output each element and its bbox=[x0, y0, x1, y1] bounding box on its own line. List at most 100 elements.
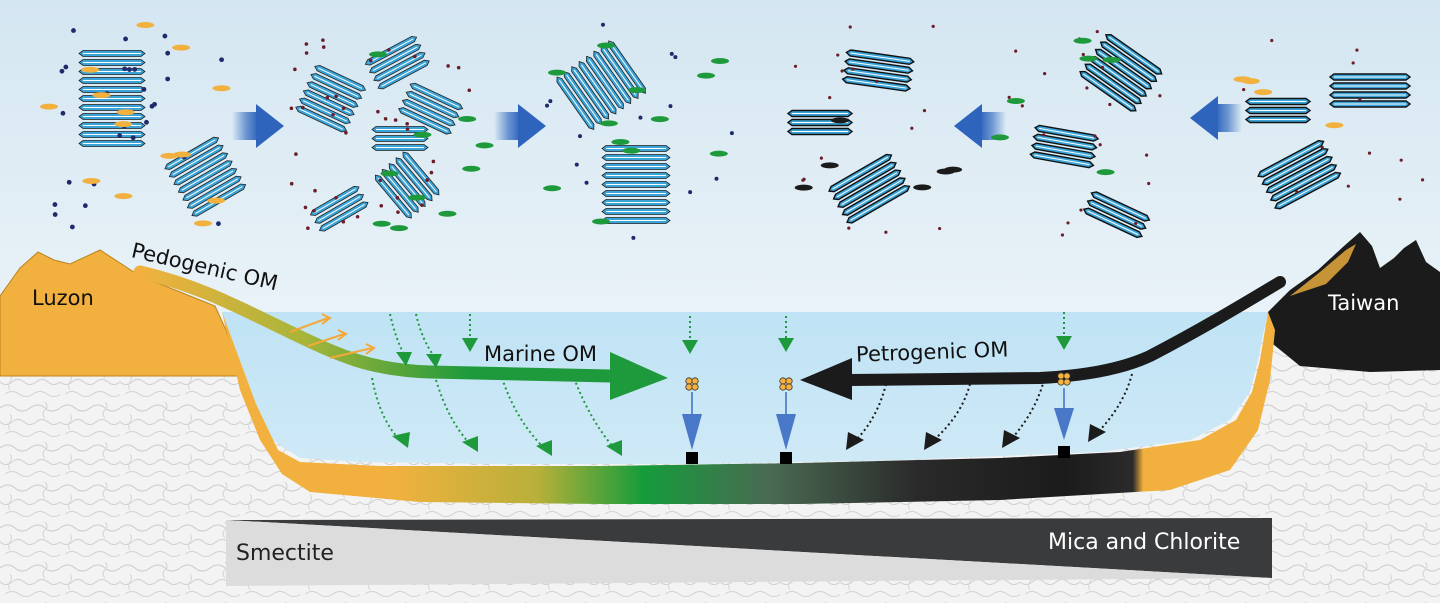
organic-particle-icon bbox=[219, 57, 224, 63]
organic-particle-icon bbox=[1043, 72, 1047, 76]
marine-settling-arrowheads bbox=[392, 352, 622, 456]
organic-particle-icon bbox=[729, 131, 734, 136]
organic-particle-icon bbox=[1007, 95, 1011, 99]
organic-particle-icon bbox=[1270, 38, 1274, 43]
organic-particle-icon bbox=[1351, 61, 1355, 65]
organic-particle-icon bbox=[420, 203, 424, 208]
transition-arrow-icon bbox=[232, 112, 258, 140]
organic-particle-icon bbox=[1096, 169, 1115, 176]
terrestrial-input-arrows bbox=[289, 313, 376, 359]
organic-particle-icon bbox=[913, 184, 932, 191]
organic-particle-icon bbox=[578, 134, 583, 139]
organic-particle-icon bbox=[1147, 181, 1151, 186]
organic-particle-icon bbox=[165, 76, 171, 82]
clay-stack-icon bbox=[1328, 73, 1412, 108]
sea-water bbox=[222, 312, 1268, 464]
organic-particle-icon bbox=[82, 203, 88, 209]
marine-om-label: Marine OM bbox=[484, 342, 598, 366]
organic-particle-icon bbox=[393, 118, 398, 122]
organic-particle-icon bbox=[162, 33, 168, 39]
organic-particle-icon bbox=[875, 79, 879, 83]
organic-particle-icon bbox=[1320, 145, 1324, 149]
organic-particle-icon bbox=[1102, 56, 1121, 63]
organic-particle-icon bbox=[390, 225, 409, 232]
organic-particle-icon bbox=[289, 181, 294, 186]
organic-particle-icon bbox=[376, 109, 380, 114]
organic-particle-icon bbox=[408, 194, 427, 201]
organic-particle-icon bbox=[1241, 78, 1260, 85]
petrogenic-om-arrowhead bbox=[800, 358, 852, 400]
organic-particle-icon bbox=[1014, 49, 1018, 53]
organic-particle-icon bbox=[931, 24, 935, 28]
organic-particle-icon bbox=[69, 224, 75, 230]
smectite-label: Smectite bbox=[236, 541, 334, 566]
organic-particle-icon bbox=[1079, 55, 1098, 62]
transition-arrow-icon bbox=[518, 104, 546, 148]
organic-particle-icon bbox=[910, 126, 914, 130]
organic-particle-icon bbox=[1134, 221, 1138, 226]
clay-stack-icon bbox=[1082, 191, 1151, 239]
organic-particle-icon bbox=[802, 177, 806, 181]
organic-particle-icon bbox=[592, 218, 611, 225]
organic-particle-icon bbox=[1100, 65, 1105, 69]
sediment-marker-icon bbox=[686, 452, 698, 464]
marine-om-arrowhead bbox=[610, 352, 668, 400]
organic-particle-icon bbox=[574, 162, 579, 167]
organic-particle-icon bbox=[304, 42, 309, 46]
organic-particle-icon bbox=[1108, 102, 1112, 107]
organic-particle-icon bbox=[132, 66, 138, 72]
organic-particle-icon bbox=[714, 176, 719, 181]
organic-particle-icon bbox=[1420, 178, 1425, 182]
smectite-wedge bbox=[226, 520, 1272, 586]
sediment-marker-icon bbox=[1058, 446, 1070, 458]
settling-arrow-icon bbox=[776, 414, 796, 450]
organic-particle-icon bbox=[820, 162, 839, 169]
organic-particle-icon bbox=[840, 69, 844, 73]
organic-particle-icon bbox=[413, 131, 432, 138]
transition-arrow-icon bbox=[1216, 104, 1242, 132]
marine-surface-arrows bbox=[469, 312, 1065, 342]
organic-particle-icon bbox=[1367, 151, 1372, 155]
organic-particle-icon bbox=[172, 44, 191, 51]
organic-particle-icon bbox=[938, 226, 942, 231]
organic-particle-icon bbox=[306, 226, 310, 231]
organic-particle-icon bbox=[794, 184, 813, 191]
organic-particle-icon bbox=[341, 106, 346, 111]
organic-particle-icon bbox=[117, 133, 123, 138]
organic-particle-icon bbox=[372, 220, 391, 227]
organic-particle-icon bbox=[344, 130, 348, 135]
organic-particle-icon bbox=[1325, 122, 1344, 129]
organic-particle-icon bbox=[144, 119, 149, 125]
organic-particle-icon bbox=[1098, 143, 1102, 147]
taiwan-highlight bbox=[1290, 244, 1356, 296]
organic-particle-icon bbox=[429, 170, 434, 175]
organic-particle-icon bbox=[114, 193, 133, 200]
organic-particle-icon bbox=[59, 68, 65, 74]
luzon-label: Luzon bbox=[32, 286, 94, 310]
organic-particle-icon bbox=[1079, 208, 1083, 212]
organic-particle-icon bbox=[289, 106, 294, 111]
organic-particle-icon bbox=[462, 165, 481, 172]
organic-particle-icon bbox=[584, 180, 589, 185]
organic-particle-icon bbox=[334, 94, 338, 99]
basin-sediment-layer bbox=[222, 312, 1275, 504]
organic-particle-icon bbox=[709, 150, 728, 157]
organic-particle-icon bbox=[301, 105, 305, 110]
clay-stack-icon bbox=[309, 185, 369, 232]
taiwan-landmass bbox=[1268, 232, 1440, 372]
organic-particle-icon bbox=[216, 221, 221, 227]
settling-arrow-icon bbox=[682, 414, 702, 450]
organic-particle-icon bbox=[1020, 104, 1024, 108]
organic-particle-icon bbox=[383, 116, 388, 121]
organic-particle-icon bbox=[688, 190, 693, 195]
organic-particle-icon bbox=[212, 85, 231, 92]
organic-particle-icon bbox=[851, 67, 855, 71]
organic-particle-icon bbox=[697, 72, 716, 79]
organic-particle-icon bbox=[341, 219, 346, 224]
organic-particle-icon bbox=[650, 116, 669, 123]
organic-particle-icon bbox=[1358, 97, 1362, 101]
organic-particle-icon bbox=[828, 95, 832, 100]
clay-stack-icon bbox=[1244, 97, 1312, 124]
clay-stack-icon bbox=[398, 82, 464, 135]
